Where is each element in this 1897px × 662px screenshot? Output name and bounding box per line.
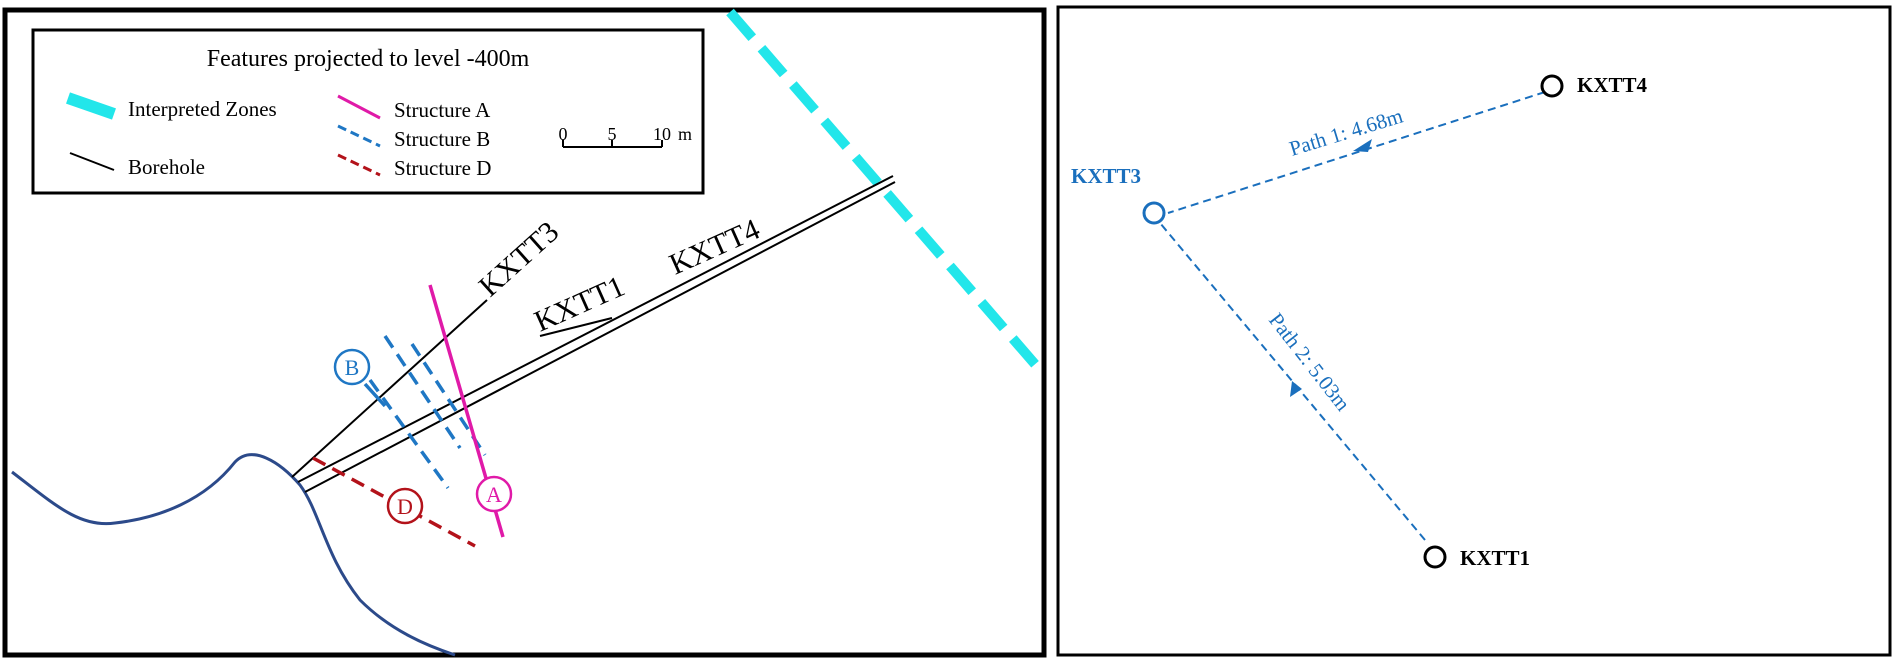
legend-structure-d-swatch	[337, 153, 381, 177]
structure-b-leader	[363, 382, 387, 408]
structure-b-marker: B	[333, 348, 371, 386]
scale-tick-label: 0	[559, 124, 568, 144]
interpreted-zone-line	[726, 8, 1044, 374]
structure-a-marker: A	[475, 475, 513, 513]
legend: Features projected to level -400m Interp…	[31, 28, 705, 195]
structure-d-marker: D	[386, 487, 424, 525]
legend-structure-a-swatch	[337, 94, 381, 120]
borehole-kxtt4-line	[297, 175, 894, 483]
structure-b-line	[383, 335, 462, 449]
node-kxtt4-label: KXTT4	[1577, 73, 1648, 97]
path2-arrowhead	[1290, 381, 1302, 397]
structure-d-circle	[386, 487, 424, 525]
legend-structure-a-label: Structure A	[394, 98, 491, 122]
structure-d-marker-label: D	[397, 494, 413, 519]
scale-unit-label: m	[678, 124, 692, 144]
borehole-kxtt1-underline	[539, 317, 613, 337]
scale-tick-label: 10	[653, 124, 671, 144]
right-panel: Path 1: 4.68m Path 2: 5.03m KXTT4 KXTT3 …	[1056, 5, 1892, 657]
legend-interpreted-zones-label: Interpreted Zones	[128, 97, 277, 121]
legend-structure-b-label: Structure B	[394, 127, 490, 151]
node-kxtt1-label: KXTT1	[1460, 546, 1530, 570]
structure-b-circle	[333, 348, 371, 386]
legend-structure-d-label: Structure D	[394, 156, 491, 180]
path1-arrowhead	[1353, 139, 1372, 152]
structure-b-marker-label: B	[345, 355, 360, 380]
path1-line	[1167, 91, 1546, 214]
legend-borehole-swatch	[69, 152, 115, 171]
borehole-kxtt1-line	[304, 181, 896, 493]
structure-a-marker-label: A	[486, 482, 502, 507]
outline-curve	[11, 453, 456, 657]
scale-bar: 0 5 10 m	[559, 124, 692, 148]
node-kxtt1	[1423, 545, 1447, 569]
scale-tick-label: 5	[608, 124, 617, 144]
right-panel-frame	[1056, 5, 1892, 657]
structure-b-line	[368, 378, 450, 490]
legend-structure-b-swatch	[337, 124, 381, 148]
legend-title: Features projected to level -400m	[207, 46, 530, 72]
left-panel: Features projected to level -400m Interp…	[2, 7, 1047, 658]
node-kxtt3	[1142, 201, 1166, 225]
legend-interpreted-zones-swatch	[66, 92, 116, 120]
path2-line	[1159, 222, 1426, 541]
borehole-kxtt3-line	[291, 299, 488, 478]
structure-a-circle	[475, 475, 513, 513]
legend-borehole-label: Borehole	[128, 155, 205, 179]
node-kxtt3-label: KXTT3	[1071, 164, 1141, 188]
node-kxtt4	[1540, 74, 1564, 98]
